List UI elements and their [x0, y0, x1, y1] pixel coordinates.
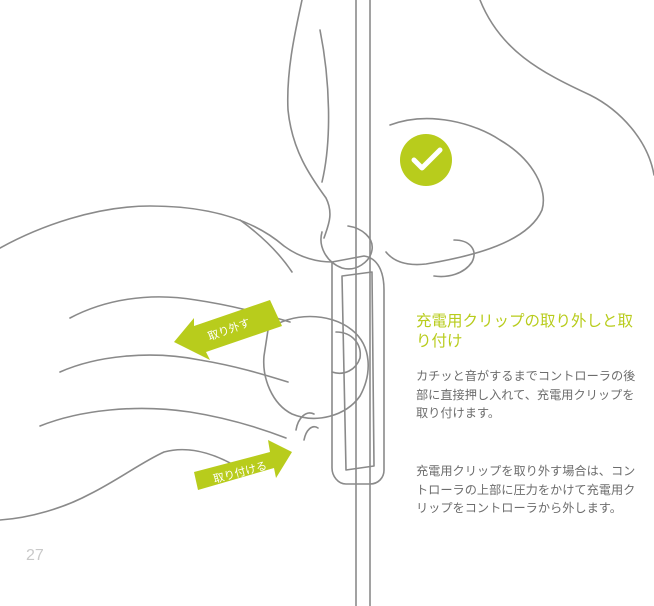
- top-hand-outline: [433, 239, 475, 278]
- top-hand-outline: [479, 0, 654, 176]
- thumb-outline: [320, 225, 373, 270]
- top-hand-outline: [385, 117, 544, 266]
- remove-instructions: 充電用クリップを取り外す場合は、コントローラの上部に圧力をかけて充電用クリップを…: [416, 464, 636, 515]
- top-hand-crease: [319, 29, 330, 183]
- thumbnail-outline: [331, 331, 361, 374]
- attach-instructions: カチッと音がするまでコントローラの後部に直接押し入れて、充電用クリップを取り付け…: [416, 369, 636, 420]
- attach-arrow: 取り付ける: [194, 440, 292, 490]
- controller-outline: [331, 255, 385, 485]
- finger-outline: [39, 407, 287, 439]
- page-number: 27: [26, 547, 44, 564]
- lower-hand-outline: [0, 205, 333, 263]
- lower-hand-crease: [239, 219, 293, 273]
- top-hand-outline: [286, 0, 331, 239]
- section-title: 充電用クリップの取り外しと取り付け: [416, 312, 634, 350]
- controller-outline: [341, 271, 375, 471]
- thumb-outline: [262, 315, 369, 420]
- remove-arrow: 取り外す: [174, 300, 282, 360]
- jaybird-logo: [295, 412, 319, 441]
- finger-outline: [59, 354, 289, 383]
- lower-hand-outline: [0, 448, 233, 521]
- check-circle-icon: [400, 134, 452, 186]
